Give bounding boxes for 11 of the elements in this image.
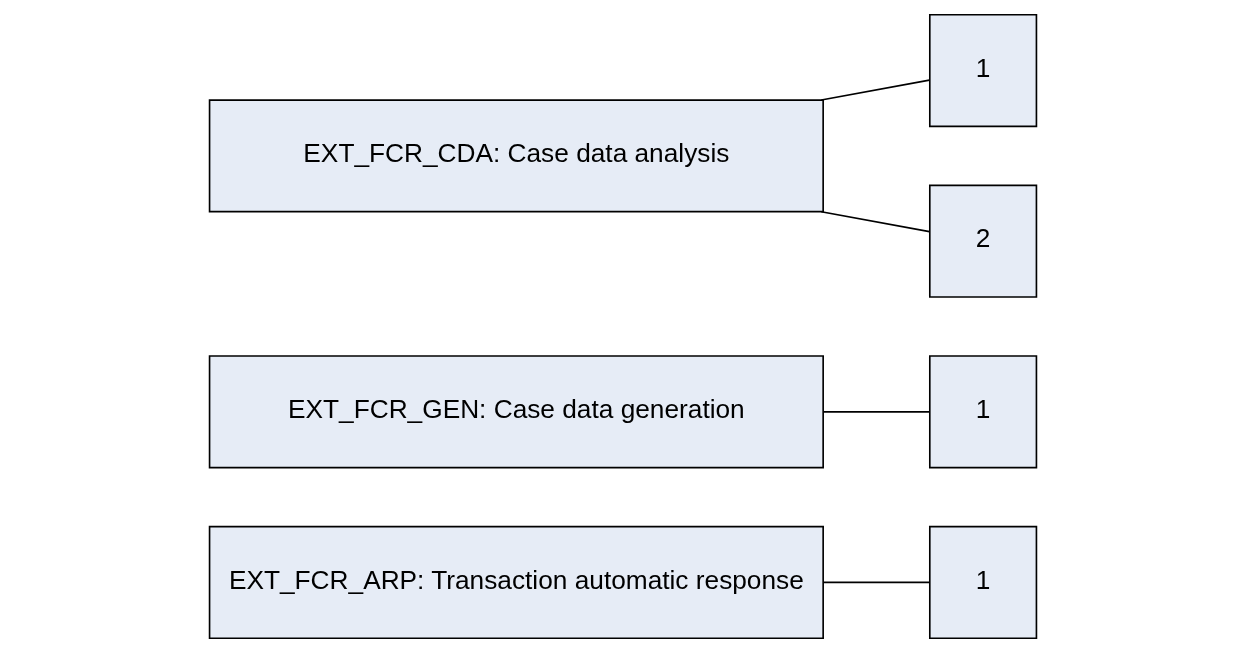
node-box: 1 xyxy=(928,525,1038,640)
node-box: 2 xyxy=(928,184,1038,298)
node-box: EXT_FCR_CDA: Case data analysis xyxy=(208,99,824,213)
node-box: 1 xyxy=(928,13,1038,128)
node-box: EXT_FCR_GEN: Case data generation xyxy=(208,355,824,469)
connector xyxy=(820,210,931,233)
connector xyxy=(822,411,931,413)
node-box: 1 xyxy=(928,355,1038,469)
connector xyxy=(820,79,931,101)
connector xyxy=(822,581,931,584)
node-box: EXT_FCR_ARP: Transaction automatic response xyxy=(208,525,824,640)
